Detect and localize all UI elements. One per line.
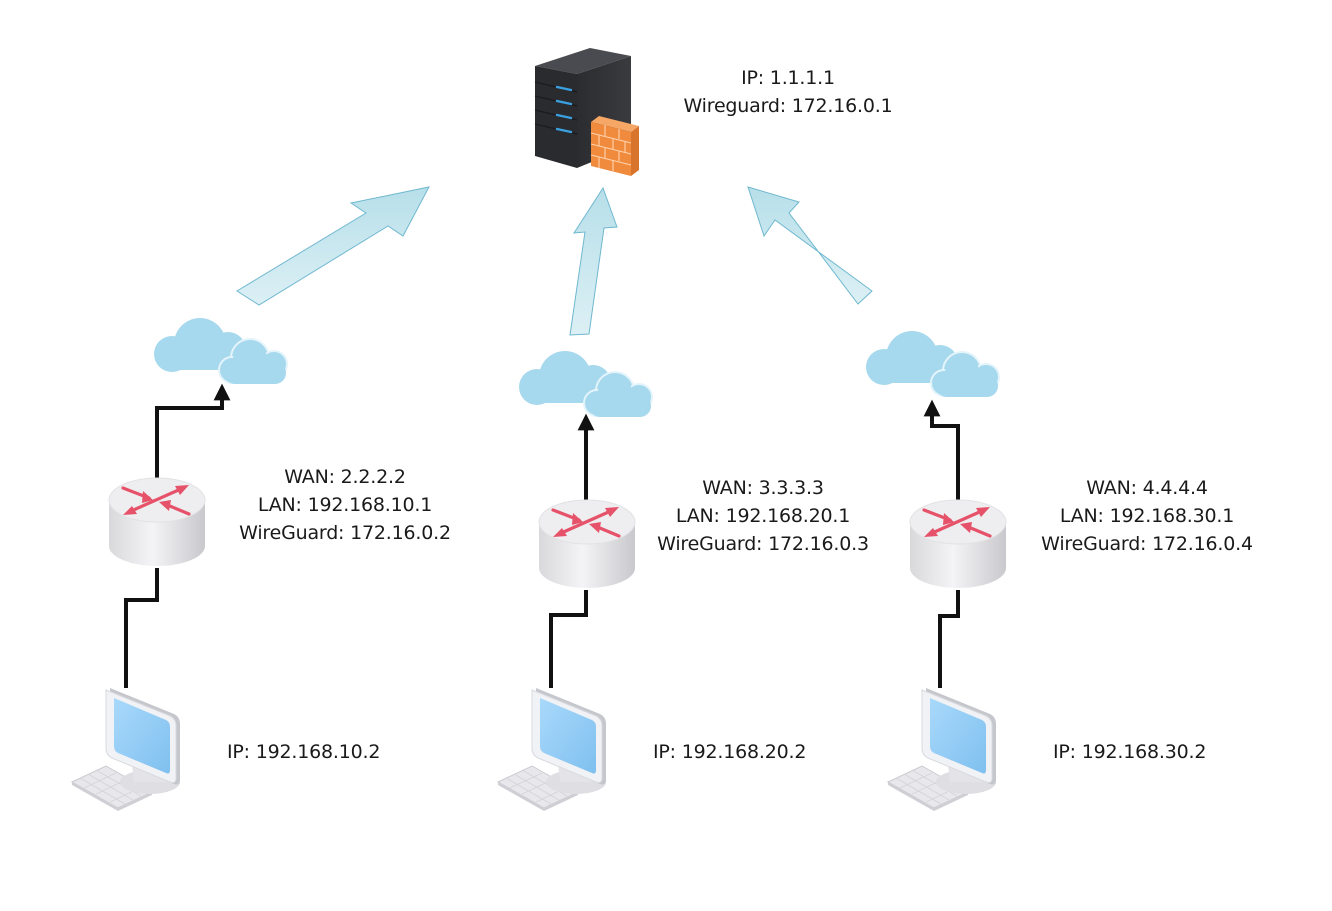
- cloud-icon-site-1: [153, 317, 288, 385]
- router-label-site-3: WAN: 4.4.4.4 LAN: 192.168.30.1 WireGuard…: [1036, 474, 1258, 558]
- router-wireguard-ip: WireGuard: 172.16.0.3: [657, 533, 869, 555]
- lan-link-site-2: [549, 590, 588, 688]
- cloud-icon-site-3: [865, 330, 1000, 398]
- desktop-pc-icon-site-2: [497, 687, 607, 812]
- tunnel-arrows: [236, 186, 873, 336]
- lan-link-site-3: [938, 590, 960, 688]
- tunnel-arrow-site-1: [236, 186, 430, 306]
- tunnel-arrow-site-3: [747, 186, 873, 305]
- lan-links: [124, 568, 960, 688]
- pc-ip-site-1: IP: 192.168.10.2: [227, 741, 381, 763]
- router-wireguard-ip: WireGuard: 172.16.0.2: [239, 522, 451, 544]
- router-label-site-2: WAN: 3.3.3.3 LAN: 192.168.20.1 WireGuard…: [652, 474, 874, 558]
- server-ip: IP: 1.1.1.1: [741, 67, 835, 89]
- router-lan-ip: LAN: 192.168.20.1: [675, 505, 851, 527]
- desktop-pc-icon-site-3: [887, 687, 997, 812]
- pc-ip-site-2: IP: 192.168.20.2: [653, 741, 807, 763]
- router-wan-ip: WAN: 4.4.4.4: [1086, 477, 1208, 499]
- router-icon-site-2: [537, 498, 637, 590]
- server-wireguard-ip: Wireguard: 172.16.0.1: [683, 95, 893, 117]
- router-wan-ip: WAN: 2.2.2.2: [284, 466, 406, 488]
- router-lan-ip: LAN: 192.168.10.1: [257, 494, 433, 516]
- desktop-pc-icon-site-1: [71, 687, 181, 812]
- pc-ip-site-3: IP: 192.168.30.2: [1053, 741, 1207, 763]
- server-label: IP: 1.1.1.1 Wireguard: 172.16.0.1: [680, 64, 896, 120]
- router-lan-ip: LAN: 192.168.30.1: [1059, 505, 1235, 527]
- router-label-site-1: WAN: 2.2.2.2 LAN: 192.168.10.1 WireGuard…: [234, 463, 456, 547]
- router-wireguard-ip: WireGuard: 172.16.0.4: [1041, 533, 1253, 555]
- wan-link-site-3: [923, 399, 960, 500]
- server-firewall-icon: [534, 48, 639, 176]
- wan-links: [155, 383, 960, 500]
- wan-link-site-1: [155, 383, 231, 478]
- cloud-icon-site-2: [518, 350, 653, 418]
- router-wan-ip: WAN: 3.3.3.3: [702, 477, 824, 499]
- lan-link-site-1: [124, 568, 159, 688]
- router-icon-site-3: [908, 498, 1008, 590]
- router-icon-site-1: [107, 476, 207, 568]
- tunnel-arrow-site-2: [569, 186, 618, 336]
